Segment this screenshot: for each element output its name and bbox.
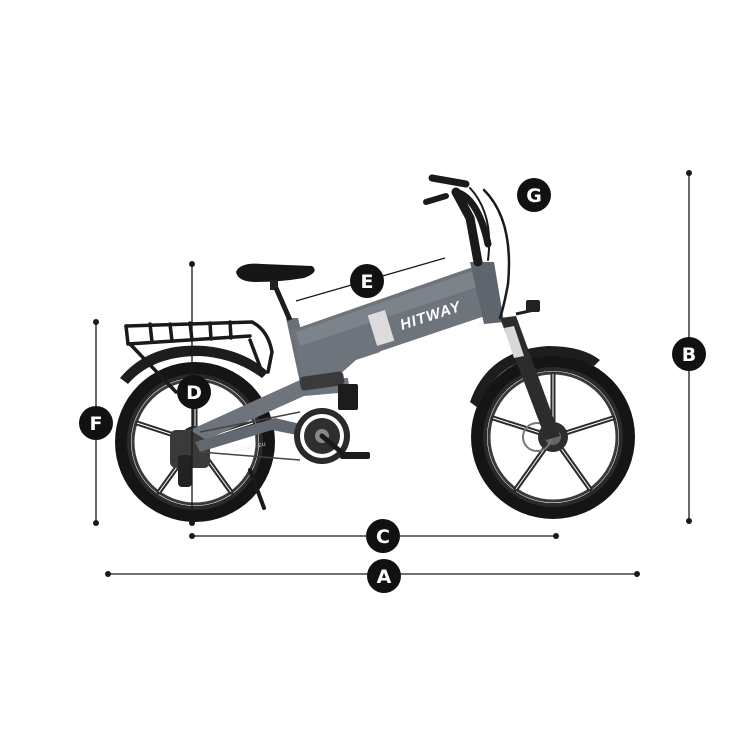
saddle [236,263,315,322]
e-bike: HITWAY HITWAY.EU [115,174,635,522]
badge-c: C [366,519,400,553]
badge-e: E [350,264,384,298]
rear-wheel [115,362,275,522]
kickstand [248,468,266,510]
badge-b-label: B [682,344,696,366]
badge-d-label: D [186,382,202,404]
badge-d: D [177,375,211,409]
badge-a: A [367,559,401,593]
badge-g-label: G [526,185,542,207]
front-fork [500,300,560,440]
rear-rack [124,320,274,394]
bike-frame: HITWAY HITWAY.EU [190,262,504,454]
badge-c-label: C [376,526,390,548]
handlebar [423,174,511,320]
front-fender [470,346,600,408]
badge-a-label: A [377,566,392,588]
badge-e-label: E [361,271,374,293]
badge-f: F [79,406,113,440]
badge-f-label: F [90,413,103,435]
drivetrain [199,408,370,464]
badge-b: B [672,337,706,371]
rear-fender [120,345,268,384]
badge-g: G [517,178,551,212]
